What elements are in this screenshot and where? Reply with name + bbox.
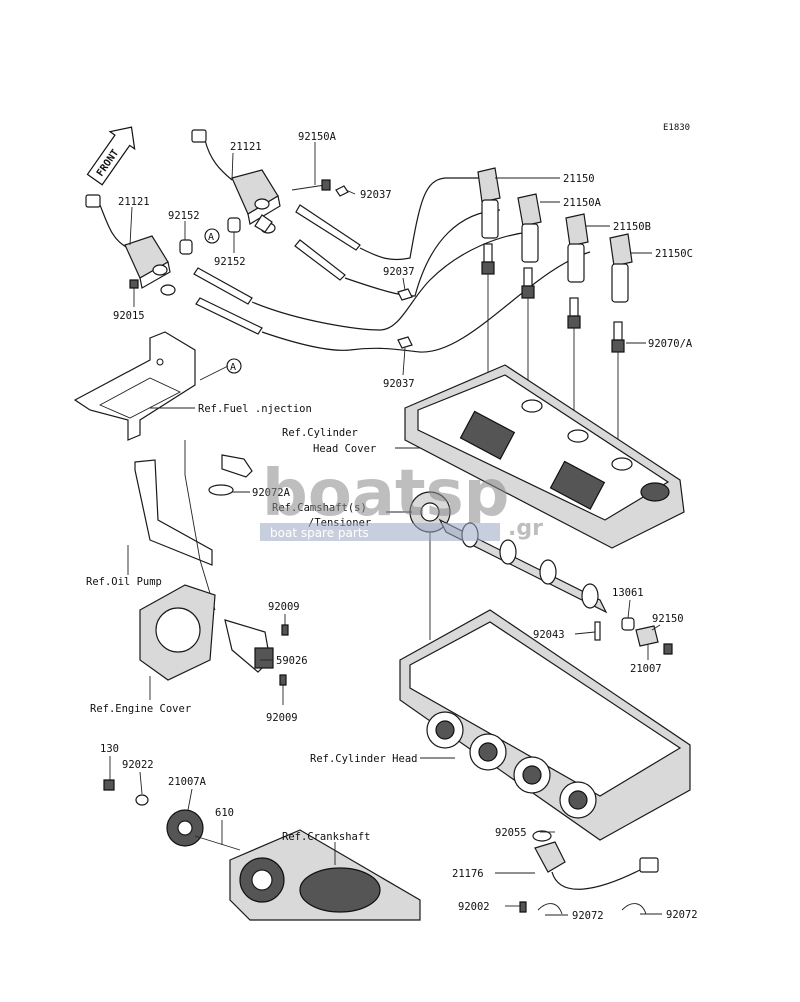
label-92009-bottom: 92009 <box>266 712 298 724</box>
rotor-21007 <box>635 625 659 647</box>
label-92009-top: 92009 <box>268 601 300 613</box>
washer-92022 <box>135 794 149 806</box>
label-ref-cylinder-head: Ref.Cylinder Head <box>310 753 417 765</box>
spacer-92152-a <box>179 239 193 255</box>
cylinder-head <box>399 609 691 841</box>
label-21150B: 21150B <box>613 221 651 233</box>
screw-92002 <box>519 901 527 913</box>
label-21007: 21007 <box>630 663 662 675</box>
ignition-coil-upper <box>191 129 281 234</box>
label-ref-camshaft-1: Ref.Camshaft(s) <box>272 502 367 514</box>
leader-lines <box>109 142 662 916</box>
label-21007A: 21007A <box>168 776 207 788</box>
label-130: 130 <box>100 743 119 755</box>
label-92055: 92055 <box>495 827 527 839</box>
front-arrow: FRONT <box>86 126 136 186</box>
ref-marker-a-bracket-label: A <box>230 362 236 373</box>
pin-92043 <box>594 621 601 641</box>
engine-cover <box>139 584 274 681</box>
ref-marker-a-top-label: A <box>208 232 214 243</box>
label-92022: 92022 <box>122 759 154 771</box>
ref-marker-a-top: A <box>204 228 220 244</box>
label-ref-cylinder-head-cover-1: Ref.Cylinder <box>282 427 358 439</box>
label-ref-oil-pump: Ref.Oil Pump <box>86 576 162 588</box>
bolt-92150A <box>291 179 331 191</box>
diagram-id: E1830 <box>663 123 690 133</box>
plug-caps <box>477 167 633 303</box>
crankshaft <box>229 829 421 921</box>
coil-bracket <box>73 331 196 441</box>
label-92037-mid: 92037 <box>383 266 415 278</box>
label-ref-fuel-injection: Ref.Fuel .njection <box>198 403 312 415</box>
label-92002: 92002 <box>458 901 490 913</box>
watermark-tagline: boat spare parts <box>270 526 369 540</box>
ignition-coil-lower <box>85 194 176 296</box>
label-ref-engine-cover: Ref.Engine Cover <box>90 703 191 715</box>
bolt-92150 <box>663 643 673 655</box>
clip-92037-top <box>335 185 349 197</box>
label-610: 610 <box>215 807 234 819</box>
label-59026: 59026 <box>276 655 308 667</box>
label-21121-top: 21121 <box>230 141 262 153</box>
cylinder-head-cover <box>404 364 685 549</box>
clamp-92072-a <box>537 903 563 915</box>
spark-plugs <box>481 243 625 470</box>
label-21150A: 21150A <box>563 197 602 209</box>
label-21150C: 21150C <box>655 248 693 260</box>
label-92072-a: 92072 <box>572 910 604 922</box>
label-92072-b: 92072 <box>666 909 698 921</box>
label-21176: 21176 <box>452 868 484 880</box>
camshaft <box>409 491 608 614</box>
label-13061: 13061 <box>612 587 644 599</box>
label-92070A: 92070/A <box>648 338 693 350</box>
bolt-92015 <box>129 279 139 289</box>
label-92037-low: 92037 <box>383 378 415 390</box>
watermark-brand: boatsp <box>262 457 509 531</box>
label-ref-crankshaft: Ref.Crankshaft <box>282 831 371 843</box>
oil-pump-bracket <box>134 440 253 611</box>
coil-leads <box>193 177 591 353</box>
label-92043: 92043 <box>533 629 565 641</box>
clamp-92072-b <box>621 903 647 915</box>
label-21121-left: 21121 <box>118 196 150 208</box>
label-92015: 92015 <box>113 310 145 322</box>
label-92152-a: 92152 <box>168 210 200 222</box>
screw-92009-top <box>281 624 289 636</box>
label-21150: 21150 <box>563 173 595 185</box>
pin-13061 <box>621 617 635 631</box>
watermark: boatsp .gr boat spare parts <box>260 457 543 541</box>
ref-marker-a-bracket: A <box>226 358 242 374</box>
screw-92009-bottom <box>279 674 287 686</box>
bolt-130 <box>103 779 115 791</box>
crank-sensor-21176 <box>532 830 659 890</box>
label-92152-b: 92152 <box>214 256 246 268</box>
spacer-92152-b <box>227 217 241 233</box>
label-92150: 92150 <box>652 613 684 625</box>
label-92072A: 92072A <box>252 487 291 499</box>
timing-rotor-21007A <box>166 809 241 851</box>
label-92150A: 92150A <box>298 131 337 143</box>
label-92037-top: 92037 <box>360 189 392 201</box>
watermark-tld: .gr <box>508 516 543 541</box>
label-ref-cylinder-head-cover-2: Head Cover <box>313 443 376 455</box>
